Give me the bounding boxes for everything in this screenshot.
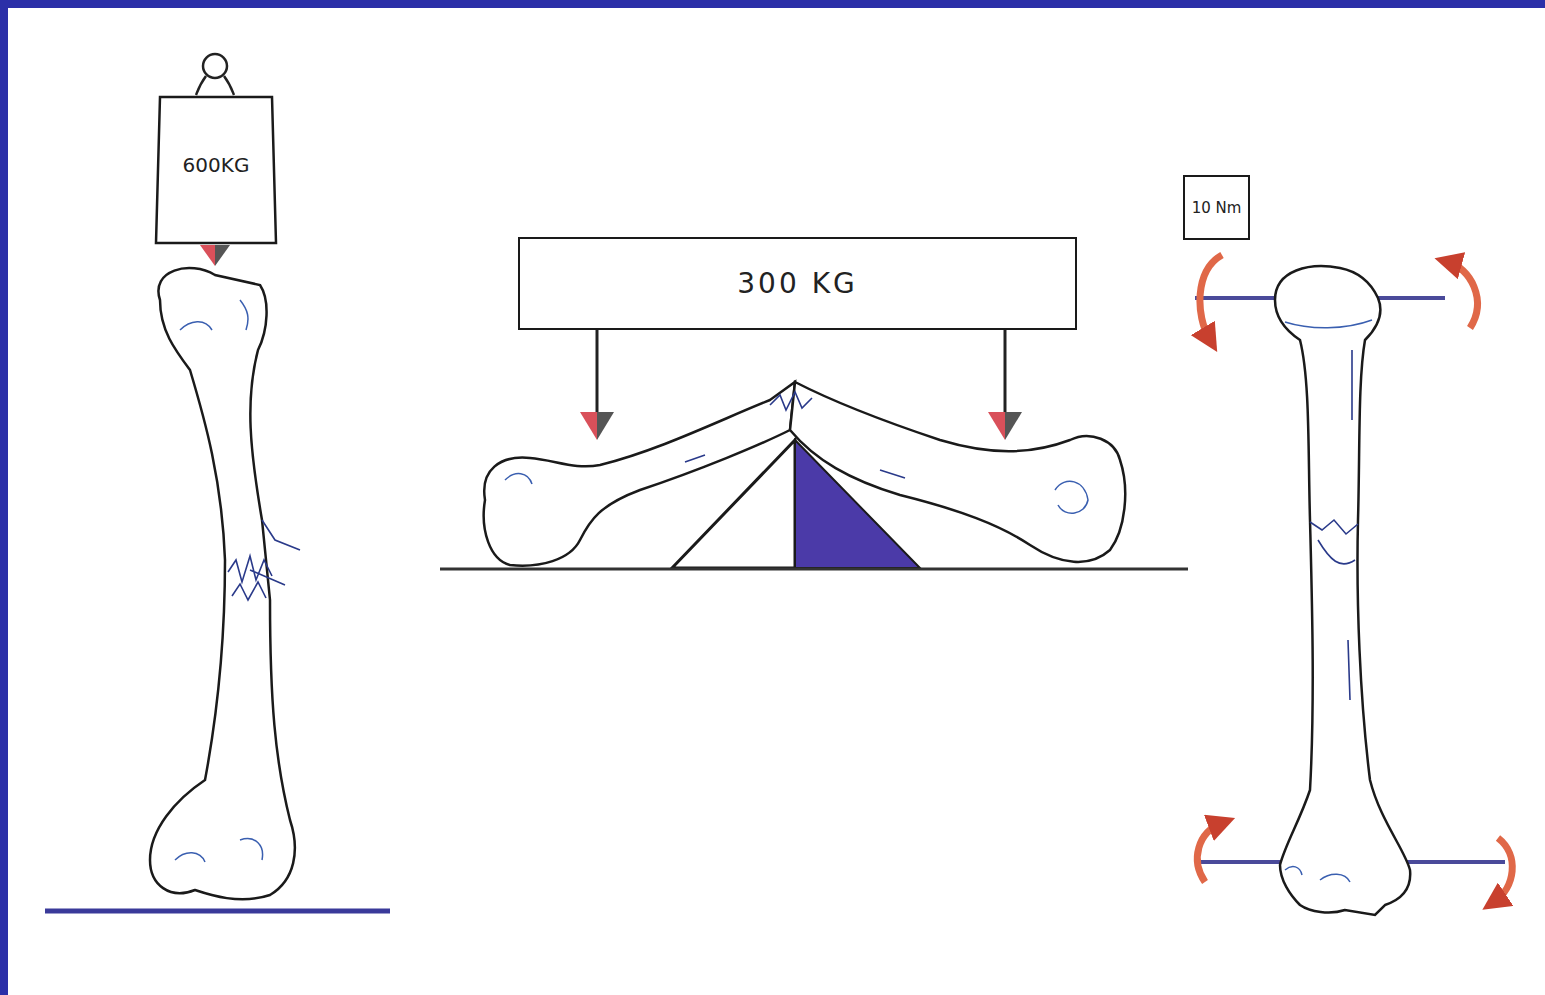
load-pointer — [988, 412, 1005, 440]
compression-figure — [45, 54, 390, 911]
load-label: 10 Nm — [1192, 199, 1242, 217]
rotation-arrow — [1200, 255, 1222, 340]
ground-line — [440, 568, 1188, 571]
torque-bar — [1400, 860, 1505, 864]
fracture-lines — [1310, 350, 1358, 700]
torque-box: 10 Nm — [1183, 175, 1250, 240]
weight-outline — [156, 97, 276, 243]
rotation-arrow — [1197, 823, 1222, 882]
bone-right — [790, 382, 1125, 562]
load-label: 600KG — [183, 153, 250, 177]
humerus — [1275, 266, 1410, 915]
load-line — [596, 330, 599, 412]
femur — [150, 268, 295, 899]
torque-bar — [1195, 860, 1290, 864]
weight-neck — [196, 76, 234, 95]
load-line — [1004, 330, 1007, 412]
load-pointer — [200, 245, 215, 266]
fracture-lines — [685, 392, 905, 478]
load-pointer — [215, 245, 230, 266]
rotation-arrow — [1494, 838, 1512, 902]
bone-detail — [1285, 320, 1372, 882]
fracture-lines — [228, 520, 300, 600]
frame-band — [0, 0, 1545, 8]
ground-line — [45, 909, 390, 914]
load-pointer — [580, 412, 597, 440]
rotation-arrow — [1448, 262, 1477, 328]
weight-handle — [203, 54, 227, 78]
bone-left — [484, 382, 795, 566]
load-pointer — [597, 412, 614, 440]
bending-figure — [440, 330, 1188, 569]
load-label: 300 KG — [737, 267, 857, 300]
load-pointer — [1005, 412, 1022, 440]
weight-block: 600KG — [155, 95, 277, 245]
bone-detail — [175, 300, 263, 862]
load-bar: 300 KG — [518, 237, 1077, 330]
torsion-figure — [1195, 255, 1512, 915]
bone-detail — [505, 474, 1088, 514]
frame-band — [0, 0, 8, 995]
